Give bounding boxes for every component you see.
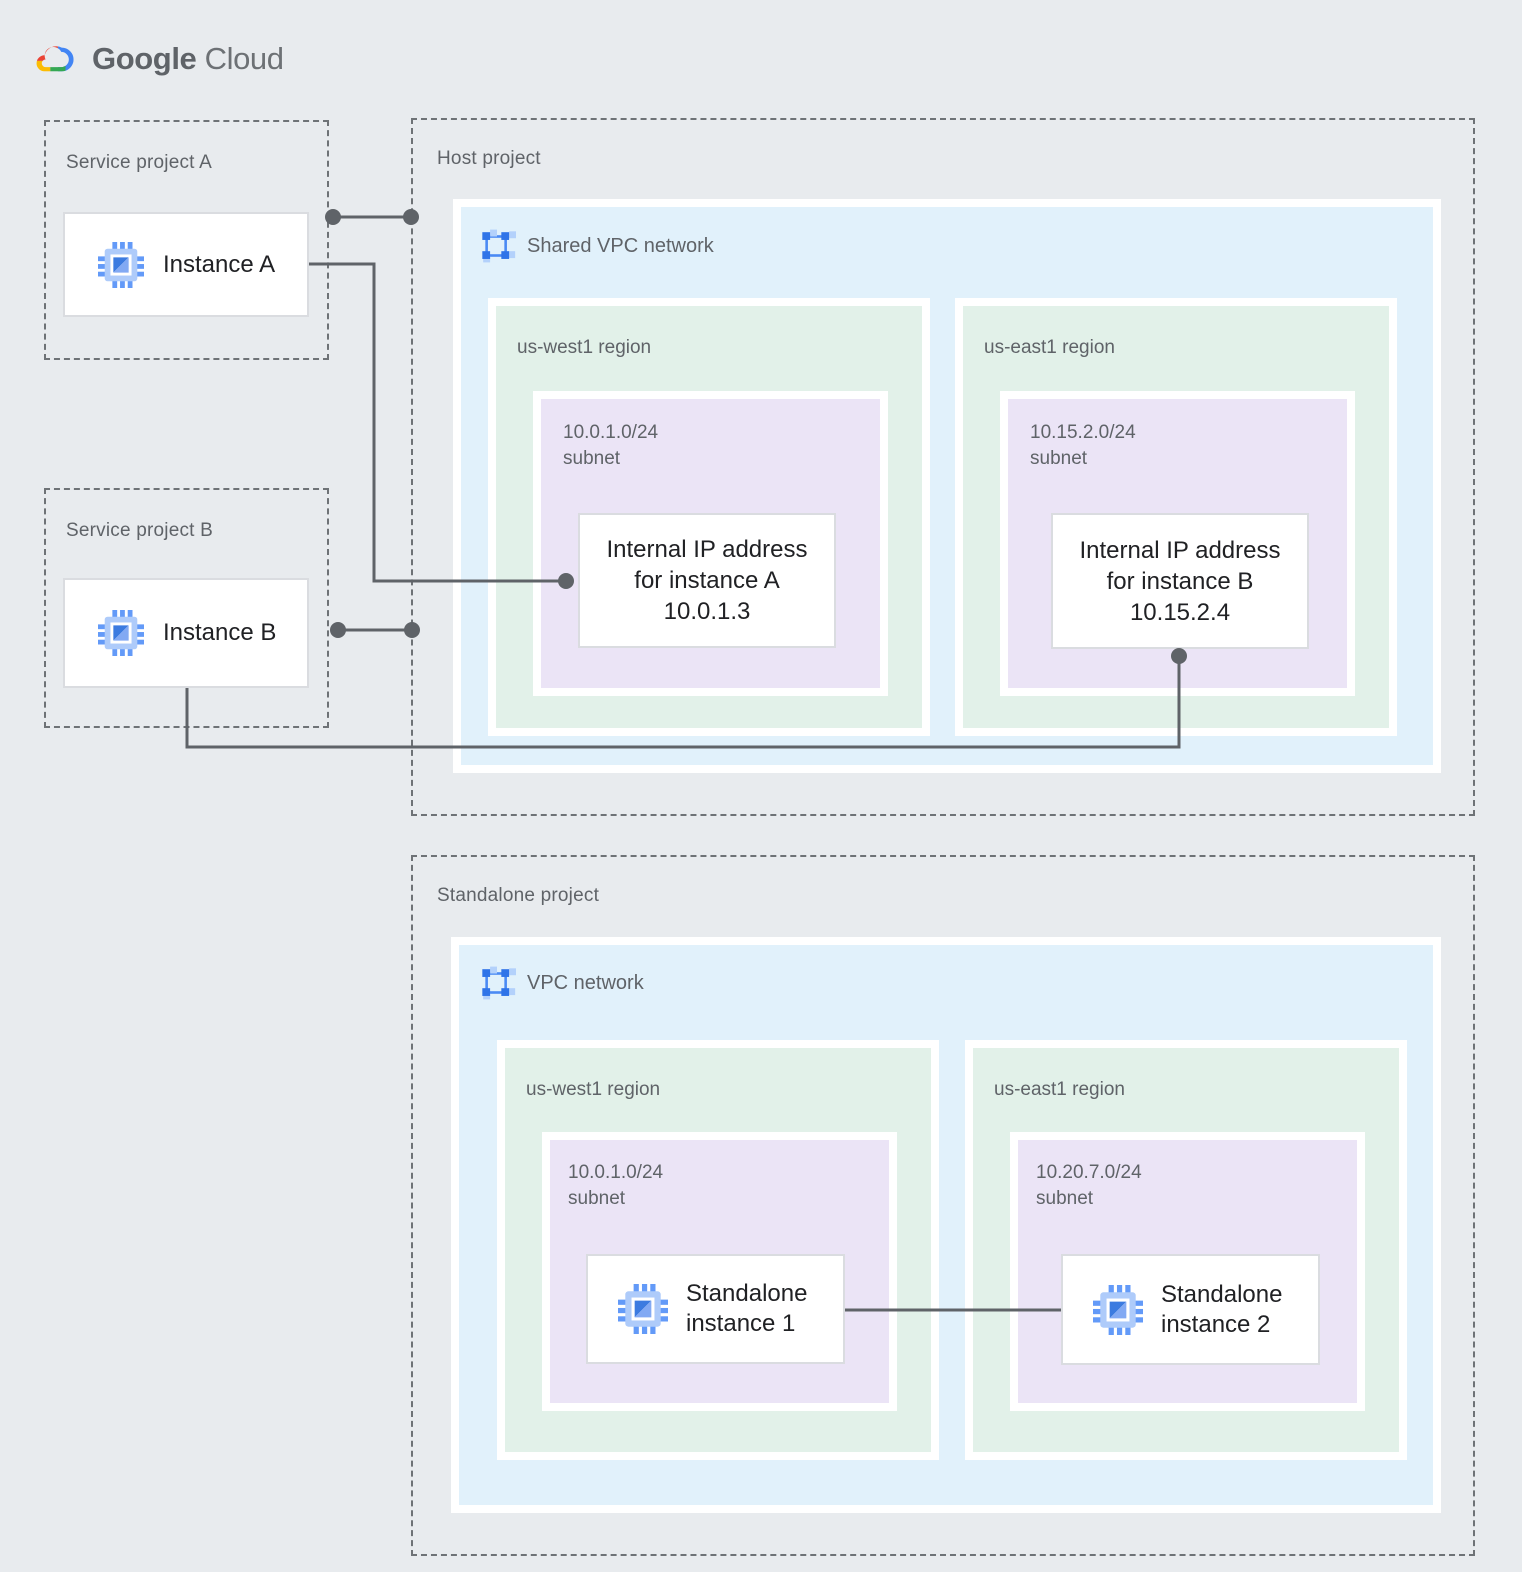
google-cloud-logo: Google Cloud bbox=[33, 40, 284, 78]
ip-a-line-2: for instance A bbox=[634, 567, 780, 594]
instance-a-card: Instance A bbox=[63, 212, 309, 317]
standalone-west-subnet-label: 10.0.1.0/24 subnet bbox=[568, 1160, 663, 1212]
vpc-network-icon bbox=[478, 964, 516, 1002]
vpc-network-label: VPC network bbox=[527, 971, 644, 994]
ip-b-line-1: Internal IP address bbox=[1079, 536, 1281, 564]
host-east-subnet-cidr: 10.15.2.0/24 bbox=[1030, 422, 1136, 443]
standalone-instance-2-line-1: Standalone bbox=[1161, 1280, 1283, 1308]
standalone-instance-1-line-1: Standalone bbox=[686, 1280, 808, 1307]
google-cloud-logo-icon bbox=[33, 40, 79, 78]
ip-a-line-3: 10.0.1.3 bbox=[663, 598, 751, 625]
host-west-subnet-word: subnet bbox=[563, 448, 621, 469]
instance-b-label: Instance B bbox=[163, 619, 277, 646]
standalone-us-east1-region-label: us-east1 region bbox=[994, 1079, 1125, 1100]
standalone-instance-2-card: Standalone instance 2 bbox=[1061, 1254, 1320, 1365]
logo-word-cloud: Cloud bbox=[204, 41, 284, 76]
instance-a-label: Instance A bbox=[163, 250, 276, 278]
host-us-east1-region-label: us-east1 region bbox=[984, 337, 1115, 358]
standalone-west-subnet-cidr: 10.0.1.0/24 bbox=[568, 1162, 664, 1183]
vpc-network-icon bbox=[478, 227, 516, 265]
internal-ip-instance-b-card: Internal IP address for instance B 10.15… bbox=[1051, 513, 1309, 649]
host-project-label: Host project bbox=[437, 148, 541, 169]
standalone-east-subnet-word: subnet bbox=[1036, 1188, 1094, 1209]
ip-b-line-3: 10.15.2.4 bbox=[1129, 598, 1231, 626]
instance-b-card: Instance B bbox=[63, 578, 309, 688]
host-west-subnet-cidr: 10.0.1.0/24 bbox=[563, 422, 659, 443]
standalone-instance-2-line-2: instance 2 bbox=[1161, 1310, 1271, 1338]
shared-vpc-network-label: Shared VPC network bbox=[527, 234, 714, 257]
standalone-instance-1-line-2: instance 1 bbox=[686, 1310, 796, 1337]
service-project-a-box: Service project A bbox=[44, 120, 329, 360]
google-cloud-logo-text: Google Cloud bbox=[92, 41, 284, 77]
host-east-subnet-label: 10.15.2.0/24 subnet bbox=[1030, 420, 1136, 472]
vpc-network-header: VPC network bbox=[478, 964, 644, 1002]
standalone-east-subnet-label: 10.20.7.0/24 subnet bbox=[1036, 1160, 1142, 1212]
standalone-us-west1-region-label: us-west1 region bbox=[526, 1079, 661, 1100]
standalone-project-box: Standalone project bbox=[411, 855, 1475, 1556]
standalone-instance-1-card: Standalone instance 1 bbox=[586, 1254, 845, 1364]
host-west-subnet-label: 10.0.1.0/24 subnet bbox=[563, 420, 658, 472]
compute-instance-icon bbox=[98, 241, 144, 288]
host-us-west1-region-label: us-west1 region bbox=[517, 337, 652, 358]
connector-dot bbox=[330, 622, 346, 638]
standalone-instance-1-label: Standalone instance 1 bbox=[686, 1279, 807, 1339]
ip-b-line-2: for instance B bbox=[1106, 567, 1254, 595]
service-project-b-label: Service project B bbox=[66, 520, 214, 541]
standalone-project-label: Standalone project bbox=[437, 885, 600, 906]
host-east-subnet-word: subnet bbox=[1030, 448, 1088, 469]
logo-word-google: Google bbox=[92, 41, 197, 76]
ip-a-line-1: Internal IP address bbox=[606, 536, 808, 563]
internal-ip-instance-a-card: Internal IP address for instance A 10.0.… bbox=[578, 513, 836, 648]
compute-instance-icon bbox=[1093, 1284, 1143, 1335]
shared-vpc-network-header: Shared VPC network bbox=[478, 227, 714, 265]
compute-instance-icon bbox=[618, 1284, 668, 1334]
standalone-instance-2-label: Standalone instance 2 bbox=[1161, 1280, 1282, 1340]
standalone-east-subnet-cidr: 10.20.7.0/24 bbox=[1036, 1162, 1142, 1183]
standalone-west-subnet-word: subnet bbox=[568, 1188, 626, 1209]
service-project-a-label: Service project A bbox=[66, 152, 212, 173]
compute-instance-icon bbox=[98, 610, 144, 656]
